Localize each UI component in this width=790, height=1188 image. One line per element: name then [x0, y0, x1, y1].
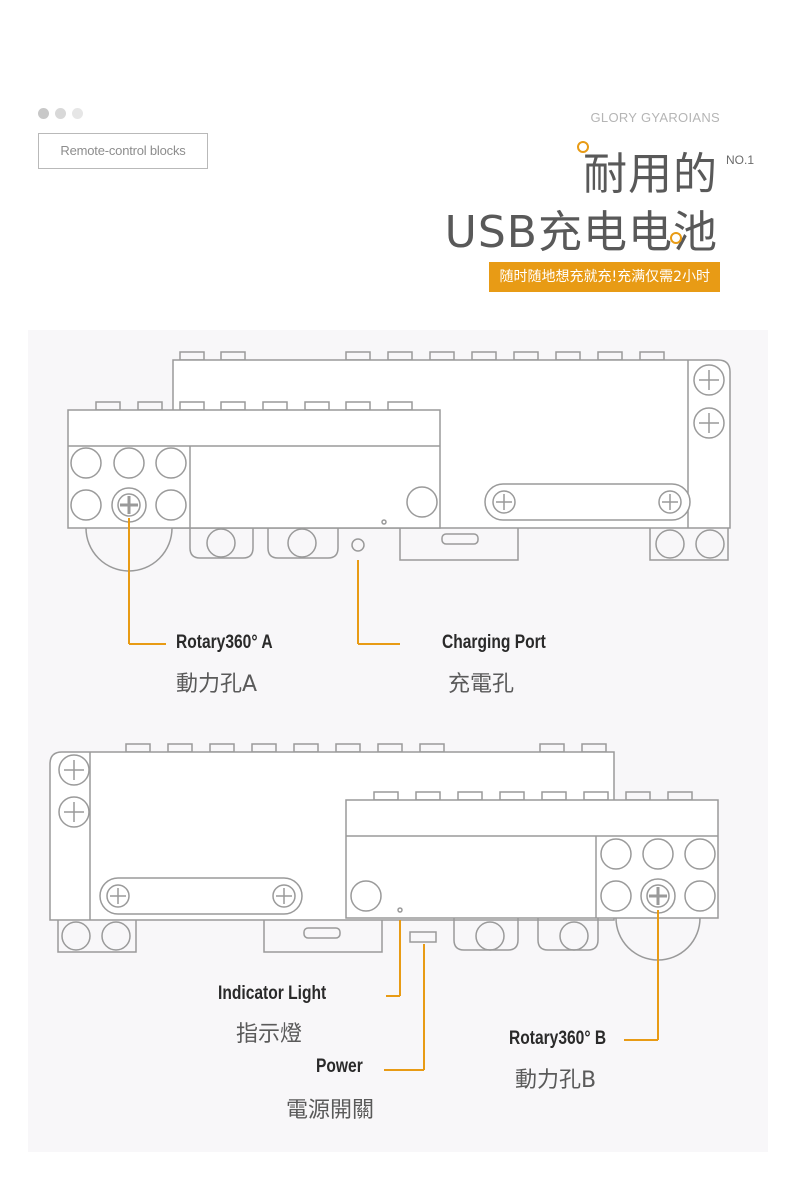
rotary-b-label: Rotary360° B — [509, 1028, 607, 1049]
power-label-cn: 電源開關 — [286, 1098, 375, 1123]
power-label: Power — [316, 1056, 363, 1077]
title-line-1: 耐用的 — [583, 149, 718, 200]
studs-upper — [125, 743, 607, 753]
promo-banner: 随时随地想充就充!充满仅需2小时 — [489, 262, 720, 292]
pager-dot — [55, 108, 66, 119]
accent-ring-top — [577, 141, 589, 153]
indicator-light-label: Indicator Light — [218, 983, 327, 1004]
studs-upper — [179, 351, 665, 361]
rotary-a-label-cn: 動力孔A — [176, 672, 258, 697]
battery-bottom-view-diagram — [49, 743, 719, 1071]
accent-ring-bottom — [670, 232, 682, 244]
pager-dot — [72, 108, 83, 119]
rotary-a-label: Rotary360° A — [176, 632, 273, 653]
title-line-2: USB充电电池 — [444, 207, 718, 258]
top-view-panel: Rotary360° A 動力孔A Charging Port 充電孔 — [28, 330, 768, 750]
pager-dot — [38, 108, 49, 119]
battery-top-view-diagram — [67, 351, 731, 645]
rotary-b-label-cn: 動力孔B — [515, 1068, 597, 1093]
pager-dots — [38, 108, 83, 119]
indicator-light-label-cn: 指示燈 — [236, 1022, 303, 1047]
category-tag: Remote-control blocks — [38, 133, 208, 169]
charging-port-label-cn: 充電孔 — [448, 672, 515, 697]
brand-name: GLORY GYAROIANS — [590, 110, 720, 125]
title-number: NO.1 — [726, 153, 755, 167]
charging-port-label: Charging Port — [442, 632, 546, 653]
bottom-view-panel: Indicator Light 指示燈 Power 電源開關 Rotary360… — [28, 740, 768, 1152]
